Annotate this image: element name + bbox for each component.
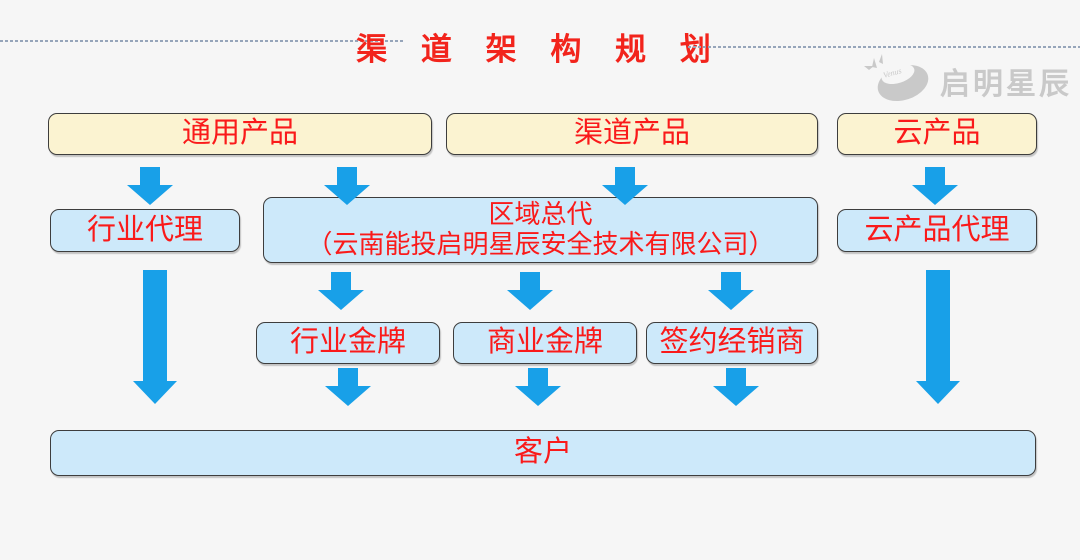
node-regional-distributor: 区域总代 （云南能投启明星辰安全技术有限公司）	[263, 197, 818, 263]
node-commercial-gold: 商业金牌	[453, 322, 637, 364]
down-arrow-icon	[133, 270, 177, 404]
node-label: 商业金牌	[486, 326, 603, 359]
node-customer: 客户	[50, 430, 1036, 476]
down-arrow-icon	[127, 167, 173, 205]
down-arrow-icon	[713, 368, 759, 406]
down-arrow-icon	[318, 272, 364, 310]
page-title: 渠 道 架 构 规 划	[356, 32, 724, 67]
down-arrow-icon	[912, 167, 958, 205]
down-arrow-icon	[324, 167, 370, 205]
title-divider-right	[688, 46, 1080, 49]
brand-name: 启明星辰	[940, 67, 1072, 101]
node-label: 云产品	[893, 117, 981, 150]
node-label: 云产品代理	[864, 213, 1010, 246]
venus-swoosh-icon: Venus	[862, 52, 934, 109]
title-divider-left	[0, 40, 404, 43]
down-arrow-icon	[602, 167, 648, 205]
node-channel-products: 渠道产品	[446, 113, 818, 155]
node-sublabel: （云南能投启明星辰安全技术有限公司）	[306, 230, 775, 259]
node-label: 行业金牌	[289, 326, 406, 359]
node-label: 行业代理	[86, 213, 203, 246]
node-general-products: 通用产品	[48, 113, 432, 155]
node-industry-agent: 行业代理	[50, 209, 240, 252]
down-arrow-icon	[515, 368, 561, 406]
down-arrow-icon	[708, 272, 754, 310]
down-arrow-icon	[507, 272, 553, 310]
node-label: 渠道产品	[573, 117, 690, 150]
node-label: 通用产品	[181, 117, 298, 150]
node-label: 客户	[513, 436, 572, 469]
down-arrow-icon	[325, 368, 371, 406]
node-cloud-products: 云产品	[837, 113, 1037, 155]
node-industry-gold: 行业金牌	[256, 322, 440, 364]
node-label: 签约经销商	[659, 326, 805, 359]
node-label: 区域总代	[488, 200, 593, 230]
node-cloud-product-agent: 云产品代理	[837, 209, 1037, 252]
node-contracted-dealer: 签约经销商	[646, 322, 818, 364]
down-arrow-icon	[916, 270, 960, 404]
brand-watermark: Venus 启明星辰	[862, 52, 1072, 109]
